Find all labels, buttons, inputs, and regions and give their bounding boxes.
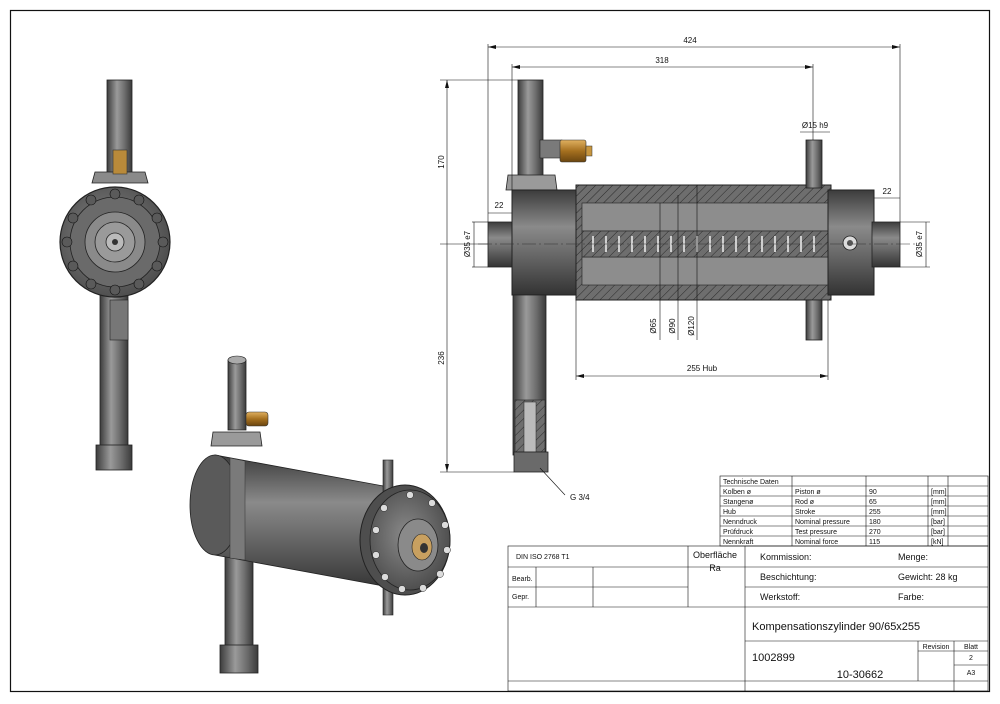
dim-piston-diameter: Ø90 [668, 318, 677, 334]
tech-name-en: Nominal pressure [795, 519, 850, 526]
tech-unit: [mm] [931, 499, 947, 506]
tech-name-de: Nenndruck [723, 519, 757, 526]
blatt-label: Blatt [964, 644, 978, 651]
dim-stroke: 255 Hub [687, 364, 718, 373]
dim-left-stub: 22 [495, 201, 504, 210]
technical-data-table: Technische Daten Kolben ø Piston ø 90 [mm] S… [719, 475, 989, 547]
kommission-label: Kommission: [760, 552, 812, 562]
dim-port: G 3/4 [570, 493, 590, 502]
surface-label: Oberfläche [693, 550, 737, 560]
tech-unit: [mm] [931, 509, 947, 516]
tech-unit: [bar] [931, 529, 945, 536]
tech-value: 115 [869, 539, 880, 546]
isometric-view [189, 355, 451, 674]
dim-body-length: 318 [655, 56, 669, 65]
tech-value: 65 [869, 499, 877, 506]
tolerance-standard: DIN ISO 2768 T1 [516, 554, 570, 561]
tech-name-en: Rod ø [795, 499, 815, 506]
tech-value: 270 [869, 529, 881, 536]
blatt-number: 2 [969, 655, 973, 662]
tech-name-de: Hub [723, 509, 736, 516]
farbe-label: Farbe: [898, 592, 924, 602]
bearb-label: Bearb. [512, 576, 533, 583]
tech-name-en: Piston ø [795, 489, 821, 496]
werkstoff-label: Werkstoff: [760, 592, 800, 602]
title-block: DIN ISO 2768 T1 Oberfläche Ra Bearb. Gep… [507, 545, 989, 692]
menge-label: Menge: [898, 552, 928, 562]
dim-right-stub: 22 [883, 187, 892, 196]
tech-name-en: Nominal force [795, 539, 838, 546]
section-view [440, 44, 930, 496]
tech-name-en: Test pressure [795, 529, 837, 536]
surface-value: Ra [709, 563, 721, 573]
paper-size: A3 [967, 670, 976, 677]
tech-value: 90 [869, 489, 877, 496]
dim-overall-length: 424 [683, 36, 697, 45]
tech-unit: [bar] [931, 519, 945, 526]
gewicht-label: Gewicht: 28 kg [898, 572, 958, 582]
dim-rod-diameter: Ø65 [649, 318, 658, 334]
dim-right-rod: Ø35 e7 [915, 230, 924, 257]
dim-rod-top: Ø15 h9 [802, 121, 829, 130]
dim-down-length: 236 [437, 351, 446, 365]
tech-name-de: Prüfdruck [723, 529, 753, 536]
part-number: 1002899 [752, 652, 795, 664]
beschichtung-label: Beschichtung: [760, 572, 817, 582]
tech-name-de: Nennkraft [723, 539, 753, 546]
tech-value: 255 [869, 509, 881, 516]
revision-label: Revision [923, 644, 950, 651]
gepr-label: Gepr. [512, 594, 529, 601]
tech-table-title: Technische Daten [723, 479, 779, 486]
tech-name-de: Kolben ø [723, 489, 752, 496]
front-view [59, 79, 171, 471]
tech-value: 180 [869, 519, 881, 526]
dimension-labels: 424 318 Ø15 h9 170 236 22 22 Ø35 e7 Ø35 … [437, 36, 924, 502]
drawing-title: Kompensationszylinder 90/65x255 [752, 621, 920, 633]
drawing-number: 10-30662 [837, 669, 884, 681]
drawing-border [9, 9, 991, 693]
tech-name-de: Stangenø [723, 499, 754, 506]
dim-tube-diameter: Ø120 [687, 316, 696, 336]
dim-left-rod: Ø35 e7 [463, 230, 472, 257]
tech-name-en: Stroke [795, 509, 815, 516]
tech-unit: [mm] [931, 489, 947, 496]
tech-unit: [kN] [931, 539, 944, 546]
dim-up-length: 170 [437, 155, 446, 169]
